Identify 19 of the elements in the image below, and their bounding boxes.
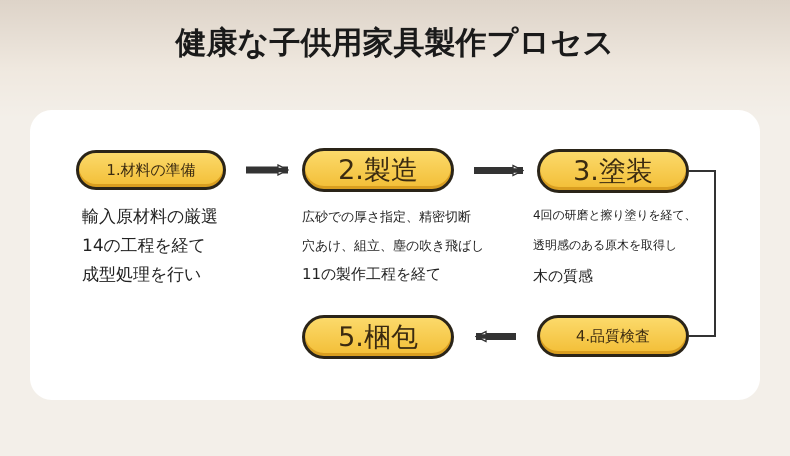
step-description: 4回の研磨と擦り塗りを経て、 (533, 206, 697, 224)
step-description: 14の工程を経て (82, 234, 206, 257)
step-pill: 1.材料の準備 (76, 150, 226, 190)
step-description: 穴あけ、組立、塵の吹き飛ばし (302, 238, 484, 256)
connector-line (689, 170, 716, 337)
arrow (246, 164, 289, 176)
step-description: 木の質感 (533, 267, 593, 286)
step-pill: 2.製造 (302, 148, 454, 192)
step-pill: 5.梱包 (302, 315, 454, 359)
step-description: 11の製作工程を経て (302, 265, 442, 284)
title: 健康な子供用家具製作プロセス (174, 24, 616, 63)
step-pill: 3.塗装 (537, 149, 689, 193)
step-description: 成型処理を行い (82, 264, 201, 286)
arrow (474, 164, 524, 176)
step-pill: 4.品質検査 (537, 315, 689, 357)
step-description: 透明感のある原木を取得し (533, 236, 677, 254)
step-description: 輸入原材料の厳選 (82, 206, 218, 228)
step-description: 広砂での厚さ指定、精密切断 (302, 209, 471, 226)
arrow (475, 330, 516, 342)
